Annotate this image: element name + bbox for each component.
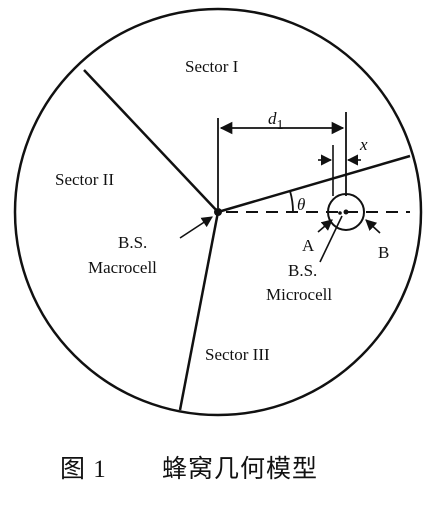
microcell-base-station-dot [343,209,349,215]
sector-2-label: Sector II [55,170,114,189]
macrocell-base-station-dot [214,208,222,216]
macro-bs-label-line1: B.S. [118,233,147,252]
figure-caption-title: 蜂窝几何模型 [162,455,318,483]
point-b-leader-arrow [365,219,381,234]
sector-boundary-right [217,154,411,214]
macro-bs-leader-arrow [179,216,213,239]
point-b-label: B [378,243,389,262]
distance-d1-symbol: d [268,109,277,128]
angle-theta-arc [289,190,294,213]
point-a-leader-arrow [317,219,333,233]
sector-1-label: Sector I [185,57,239,76]
macro-bs-label-line2: Macrocell [88,258,157,277]
sector-boundary-upper-left [83,69,219,213]
micro-bs-label-line1: B.S. [288,261,317,280]
microcell-center-mark [338,211,342,215]
offset-x-label: x [359,135,368,154]
distance-d1-label: d1 [268,109,284,133]
sector-3-label: Sector III [205,345,270,364]
macrocell-boundary [13,7,423,417]
distance-d1-subscript: 1 [277,118,284,133]
micro-bs-leader-line [319,215,343,263]
angle-theta-label: θ [297,195,305,214]
sector-boundary-bottom [178,211,220,411]
micro-bs-label-line2: Microcell [266,285,332,304]
figure-caption-number: 图 1 [60,456,107,483]
point-a-label: A [302,236,315,255]
